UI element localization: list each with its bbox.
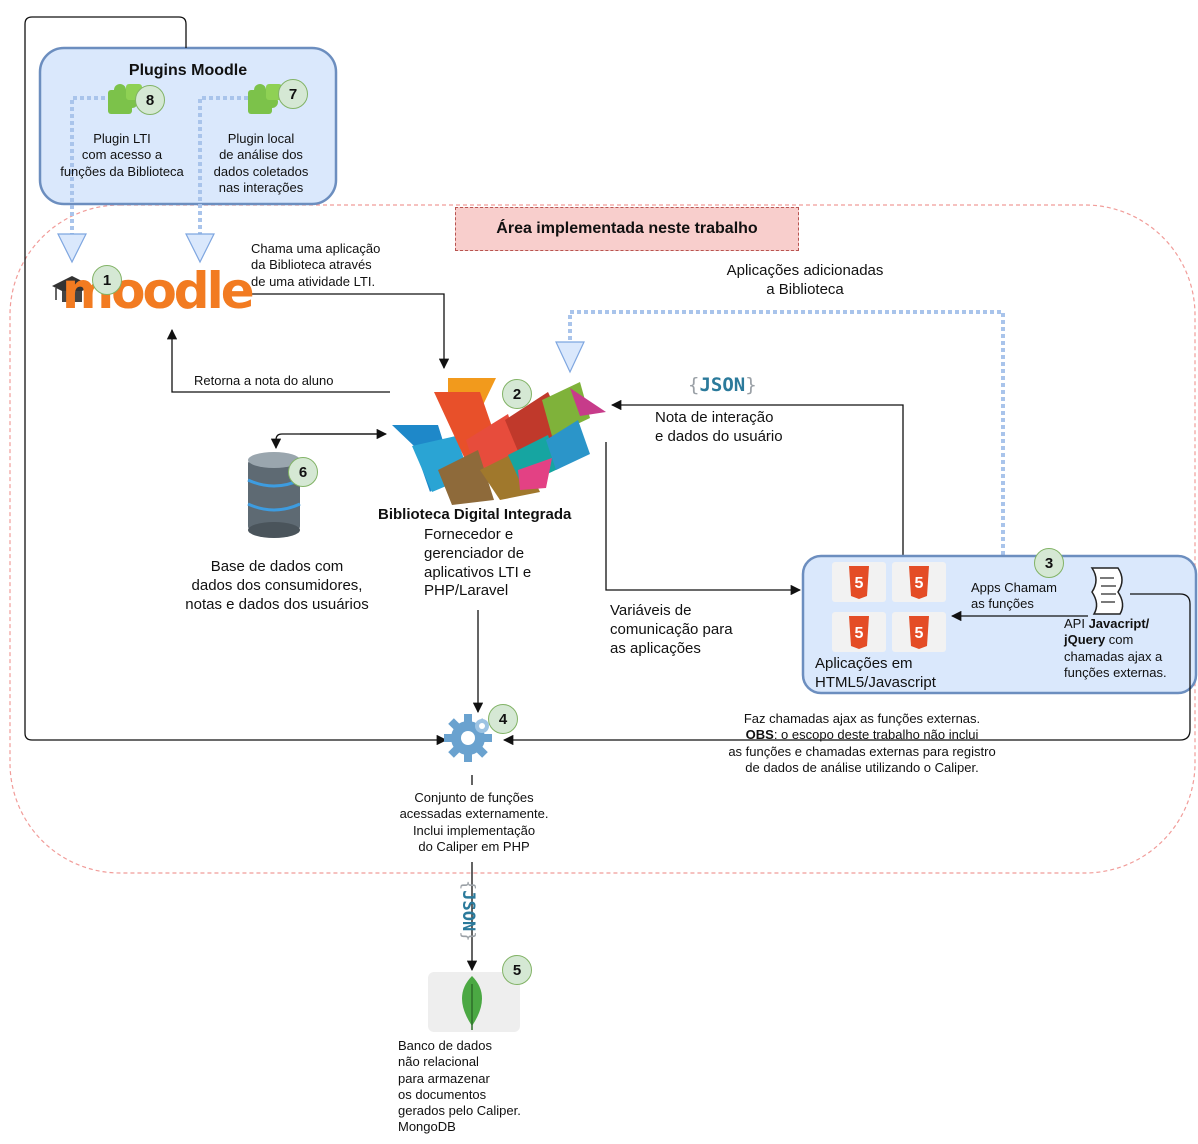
plugins-moodle-title: Plugins Moodle [128,62,248,79]
apps-call-functions-label: Apps Chamam as funções [971,580,1057,612]
badge-4: 4 [488,704,518,734]
external-functions-label: Conjunto de funções acessadas externamen… [399,790,549,854]
badge-3: 3 [1034,548,1064,578]
apps-added-label: Aplicações adicionadas a Biblioteca [726,262,884,298]
api-label: API Javacript/jQuery com chamadas ajax a… [1064,616,1167,680]
library-logo [392,378,606,505]
library-db-arrow [270,433,384,450]
plugin-local-arrow-head [185,233,215,264]
badge-5: 5 [502,955,532,985]
plugin-local-label: Plugin local de análise dos dados coleta… [213,131,309,195]
apps-added-arrow-head [555,341,585,374]
grade-return-arrow [166,328,390,393]
graduation-cap-icon [52,276,92,302]
communication-variables-label: Variáveis de comunicação para as aplicaç… [610,602,733,657]
moodle-to-library-arrow [246,293,450,370]
library-description: Fornecedor e gerenciador de aplicativos … [424,526,532,600]
script-scroll-icon [1090,567,1124,615]
gear-icon [444,714,492,762]
html5-icon: 5 [892,562,946,602]
library-to-apps-arrow [605,442,802,596]
plugin-lti-arrow-head [57,233,87,264]
json-tag-top: {JSON} [688,374,757,396]
library-title: Biblioteca Digital Integrada [378,506,572,523]
ajax-calls-note: Faz chamadas ajax as funções externas.OB… [728,711,996,775]
api-to-functions-arrow [502,593,1191,746]
svg-text:5: 5 [855,575,864,592]
svg-text:5: 5 [915,625,924,642]
moodle-calls-library-label: Chama uma aplicação da Biblioteca atravé… [251,241,381,289]
badge-7: 7 [278,79,308,109]
mongodb-label: Banco de dados não relacional para armaz… [398,1038,521,1135]
plugin-lti-label: Plugin LTI com acesso a funções da Bibli… [60,131,184,179]
html5-apps-label: Aplicações em HTML5/Javascript [815,655,936,691]
plugin-local-arrow [198,96,248,234]
moodle-logo: moodle [62,262,255,320]
badge-8: 8 [135,85,165,115]
implemented-area-title: Área implementada neste trabalho [455,207,799,251]
badge-1: 1 [92,265,122,295]
implemented-area [9,204,1196,874]
apps-added-arrow [568,310,1005,555]
svg-text:5: 5 [855,625,864,642]
return-grade-label: Retorna a nota do aluno [194,373,334,388]
mongodb-leaf-icon [428,972,520,1032]
plugins-to-functions-line [24,16,448,746]
json-tag-vertical: {JSON} [458,880,478,942]
svg-text:5: 5 [915,575,924,592]
html5-icon: 5 [832,562,886,602]
interaction-grade-label: Nota de interação e dados do usuário [655,409,783,445]
apps-to-library-arrow [610,399,904,555]
html5-icon: 5 [892,612,946,652]
html5-icon: 5 [832,612,886,652]
badge-6: 6 [288,457,318,487]
badge-2: 2 [502,379,532,409]
database-label: Base de dados com dados dos consumidores… [185,558,369,613]
